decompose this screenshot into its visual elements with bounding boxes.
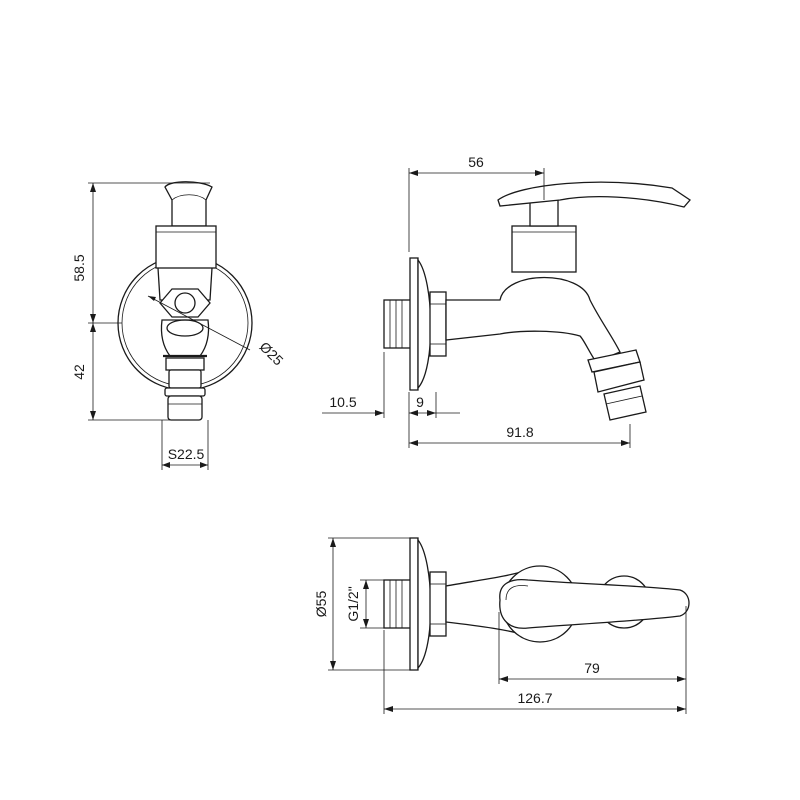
side-body [445,276,621,363]
top-view: Ø55 G1/2" 79 126.7 [313,537,690,714]
front-handle [164,181,213,227]
front-hose-connector [168,369,202,389]
dim-front-height-lower: 42 [71,364,87,380]
dim-top-handle-length: 79 [584,660,600,676]
side-hose-connector [603,385,647,421]
front-hex-nut [159,288,211,318]
dim-side-top-reach: 56 [468,154,484,170]
dim-top-thread: G1/2" [345,586,361,621]
dim-front-bottom-width: S22.5 [168,446,205,462]
dim-side-flange-depth: 9 [416,394,424,410]
side-lever [497,181,691,208]
front-bonnet [155,225,217,269]
top-hex-nut [429,571,447,637]
dim-top-total-length: 126.7 [517,690,552,706]
side-view: 56 10.5 9 91.8 [322,154,691,448]
side-thread [383,299,412,349]
dim-front-diameter: Ø25 [257,338,287,368]
top-flange [409,537,419,671]
side-hex-nut [429,291,447,357]
dim-side-total-reach: 91.8 [506,424,533,440]
dim-front-height-upper: 58.5 [71,254,87,281]
side-flange [409,257,419,391]
top-thread [383,579,412,629]
side-bonnet [511,225,577,273]
top-lever [499,578,690,629]
dim-top-diameter: Ø55 [313,591,329,618]
dim-side-wall-depth: 10.5 [329,394,356,410]
front-view: 58.5 42 S22.5 Ø25 [71,181,287,470]
